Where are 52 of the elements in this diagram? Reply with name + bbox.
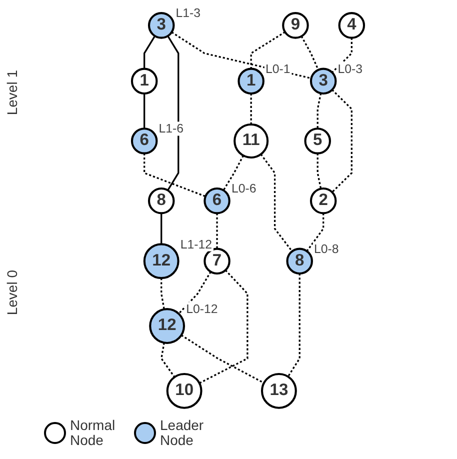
- connector: [144, 153, 206, 198]
- node-circle: 3: [310, 68, 337, 95]
- connector: [178, 271, 212, 314]
- node-caption: L0-12: [186, 302, 218, 316]
- legend-label: Normal Node: [70, 418, 116, 448]
- connector: [216, 213, 218, 249]
- node-circle: 8: [286, 248, 313, 275]
- node-circle: 7: [204, 248, 230, 275]
- node-circle: 6: [130, 128, 158, 154]
- node-caption: L1-6: [158, 122, 184, 136]
- node-circle: 9: [282, 12, 309, 39]
- node-circle: 1: [130, 68, 158, 95]
- level-label: Level 0: [4, 270, 20, 316]
- level-label: Level 1: [4, 70, 20, 116]
- node-circle: 12: [143, 243, 180, 280]
- node-circle: 6: [204, 187, 230, 214]
- legend-label: Leader Node: [160, 418, 205, 448]
- node-caption: L0-1: [266, 62, 290, 76]
- connector: [300, 36, 320, 70]
- node-circle: 11: [234, 123, 269, 159]
- connector: [250, 31, 286, 69]
- connector: [144, 94, 146, 129]
- connector: [144, 36, 156, 69]
- node-circle: 5: [304, 128, 331, 154]
- connector: [316, 93, 322, 129]
- node-circle: 4: [338, 12, 366, 39]
- connector: [316, 153, 322, 189]
- node-circle: 3: [148, 12, 175, 39]
- connector: [250, 94, 252, 124]
- connector: [306, 213, 324, 252]
- node-caption: L0-6: [231, 182, 256, 196]
- node-circle: 13: [260, 372, 297, 409]
- node-caption: L0-8: [314, 242, 339, 256]
- connector: [199, 270, 248, 384]
- connector: [160, 342, 176, 378]
- connector: [180, 334, 264, 384]
- node-circle: 1: [238, 68, 264, 95]
- connector: [332, 89, 352, 193]
- node-caption: L0-3: [338, 62, 363, 76]
- node-circle: 2: [310, 187, 337, 214]
- connector: [160, 278, 165, 310]
- connector: [332, 38, 352, 74]
- node-caption: L1-12: [180, 237, 212, 252]
- node-circle: 12: [149, 308, 186, 344]
- connector: [160, 213, 162, 244]
- connector: [167, 36, 180, 191]
- node-caption: L1-3: [176, 6, 201, 20]
- node-circle: 10: [166, 372, 202, 409]
- connector: [287, 273, 300, 378]
- connector: [260, 154, 293, 252]
- connector: [222, 155, 244, 191]
- node-circle: 8: [148, 187, 175, 214]
